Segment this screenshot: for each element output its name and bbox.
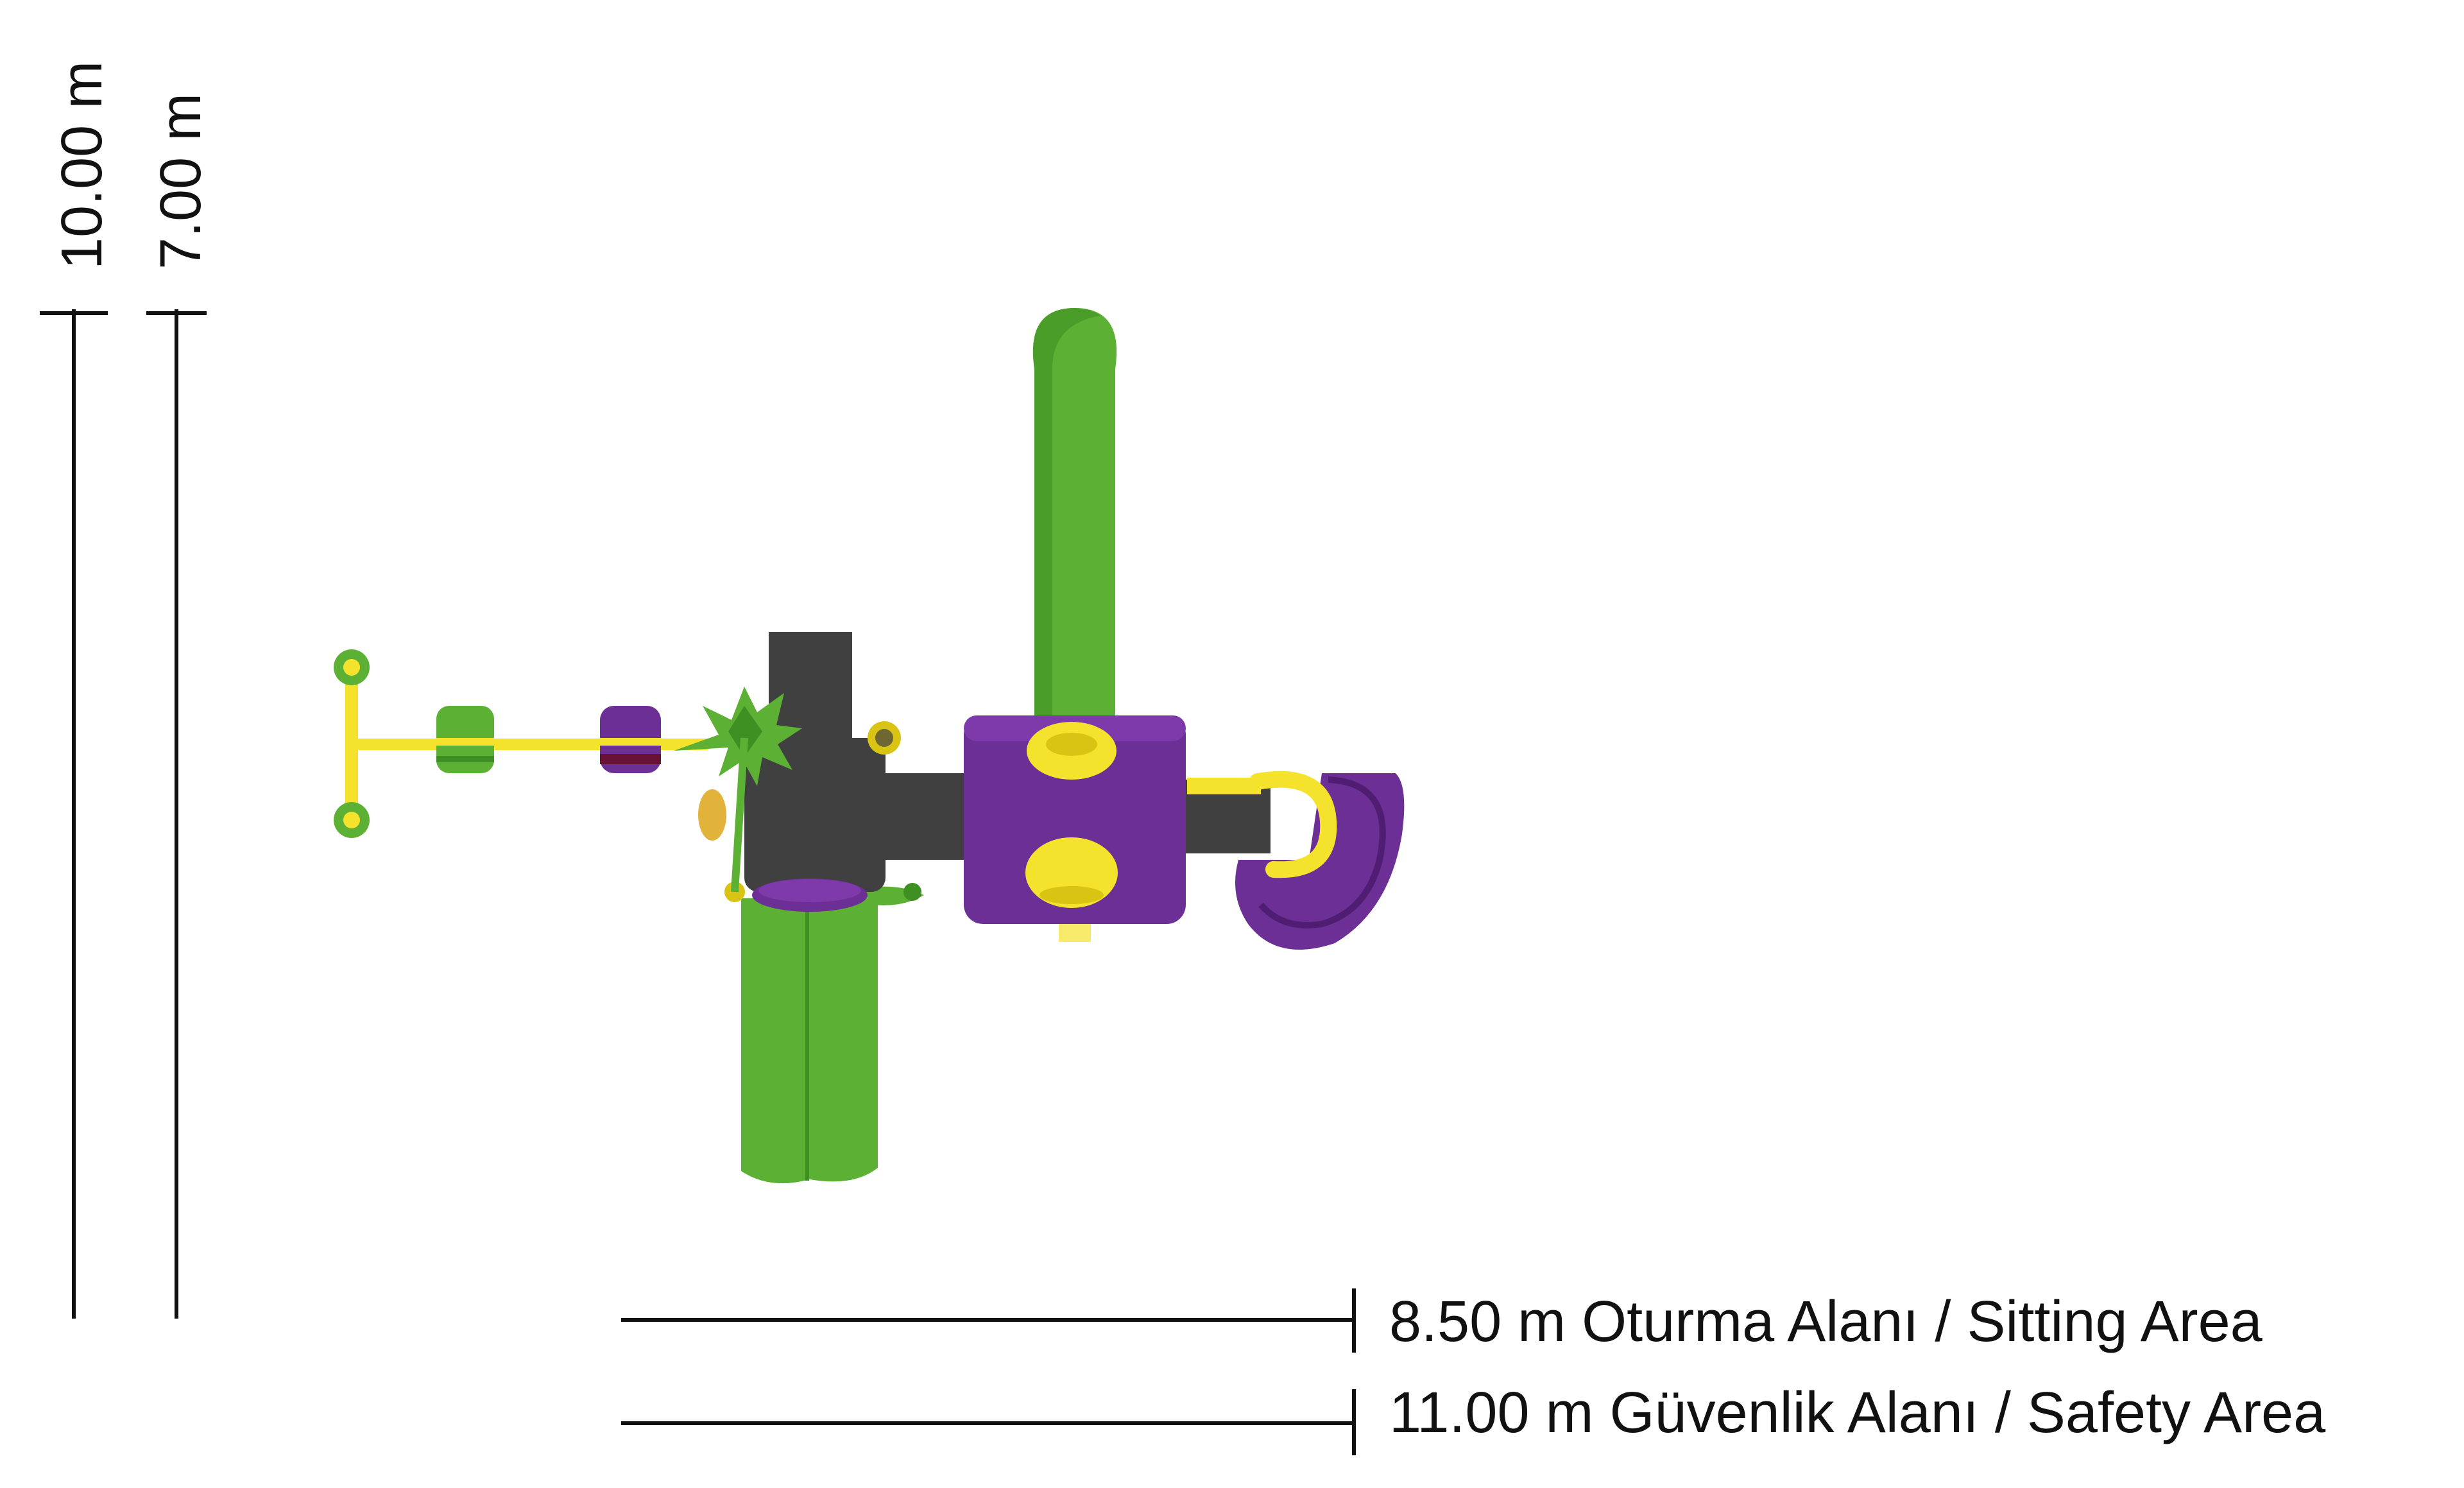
purple-stepping-block — [600, 706, 661, 773]
purple-tower — [964, 715, 1186, 942]
vertical-dimension-10m: 10.00 m — [40, 61, 114, 1319]
palm-tree — [674, 687, 802, 893]
green-tube-slide-bottom — [741, 883, 924, 1184]
green-stepping-block — [436, 706, 494, 773]
horizontal-dimension-sitting-area: 8.50 m Oturma Alanı / Sitting Area — [621, 1288, 2263, 1354]
vertical-dimension-10m-label: 10.00 m — [50, 61, 114, 269]
yellow-knob — [698, 721, 901, 902]
safety-area-label: 11.00 m Güvenlik Alanı / Safety Area — [1389, 1381, 2326, 1445]
horizontal-dimension-safety-area: 11.00 m Güvenlik Alanı / Safety Area — [621, 1381, 2326, 1455]
sitting-area-label: 8.50 m Oturma Alanı / Sitting Area — [1389, 1290, 2263, 1354]
yellow-handle — [1187, 771, 1337, 878]
vertical-dimension-7m-label: 7.00 m — [149, 93, 213, 269]
green-tube-slide-top — [1032, 308, 1117, 725]
purple-seat-disc — [752, 878, 868, 912]
charcoal-platform — [744, 632, 1270, 892]
vertical-dimension-7m: 7.00 m — [146, 93, 213, 1319]
